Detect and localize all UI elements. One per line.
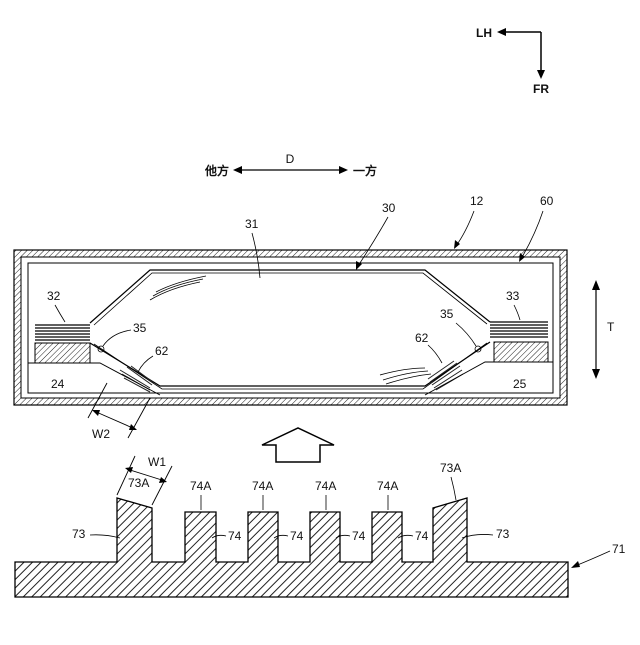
label-74-2: 74 bbox=[290, 529, 304, 543]
arrow-down-icon bbox=[537, 70, 545, 79]
label-24: 24 bbox=[51, 377, 65, 391]
compass: LH FR bbox=[476, 26, 549, 96]
label-62-right: 62 bbox=[415, 331, 429, 345]
label-w2: W2 bbox=[92, 427, 110, 441]
label-30: 30 bbox=[382, 201, 396, 215]
arrow-up-icon bbox=[592, 280, 600, 290]
arrow-left-icon bbox=[497, 28, 506, 36]
label-74-1: 74 bbox=[228, 529, 242, 543]
left-spacer bbox=[35, 343, 90, 363]
pressing-jig bbox=[15, 498, 568, 597]
label-w1: W1 bbox=[148, 455, 166, 469]
label-71: 71 bbox=[612, 542, 626, 556]
compass-lh-label: LH bbox=[476, 26, 492, 40]
compass-fr-label: FR bbox=[533, 82, 549, 96]
label-73-right: 73 bbox=[496, 527, 510, 541]
label-73a-left: 73A bbox=[128, 476, 149, 490]
label-35-right: 35 bbox=[440, 307, 454, 321]
label-35-left: 35 bbox=[133, 321, 147, 335]
outer-case-cavity bbox=[21, 257, 560, 398]
direction-other-side-label: 他方 bbox=[204, 163, 229, 178]
label-12: 12 bbox=[470, 194, 484, 208]
label-73-left: 73 bbox=[72, 527, 86, 541]
label-32: 32 bbox=[47, 289, 61, 303]
label-31: 31 bbox=[245, 217, 259, 231]
jig-labels: 73A 73A 73 73 74A 74A 74A 74A 74 74 74 7… bbox=[72, 461, 626, 568]
arrow-right-icon bbox=[339, 166, 348, 174]
label-74a-3: 74A bbox=[315, 479, 336, 493]
label-74-3: 74 bbox=[352, 529, 366, 543]
thickness-label: T bbox=[607, 320, 615, 334]
arrow-down-icon bbox=[592, 369, 600, 379]
right-spacer bbox=[494, 342, 548, 362]
direction-indicator: D 他方 一方 bbox=[204, 152, 377, 178]
label-62-left: 62 bbox=[155, 344, 169, 358]
press-direction-arrow-icon bbox=[262, 428, 334, 462]
arrow-left-icon bbox=[233, 166, 242, 174]
label-74-4: 74 bbox=[415, 529, 429, 543]
label-60: 60 bbox=[540, 194, 554, 208]
thickness-indicator: T bbox=[592, 280, 615, 379]
label-74a-4: 74A bbox=[377, 479, 398, 493]
label-33: 33 bbox=[506, 289, 520, 303]
label-74a-1: 74A bbox=[190, 479, 211, 493]
direction-one-side-label: 一方 bbox=[353, 163, 377, 178]
label-25: 25 bbox=[513, 377, 527, 391]
label-73a-right: 73A bbox=[440, 461, 461, 475]
label-74a-2: 74A bbox=[252, 479, 273, 493]
direction-d-label: D bbox=[286, 152, 295, 166]
